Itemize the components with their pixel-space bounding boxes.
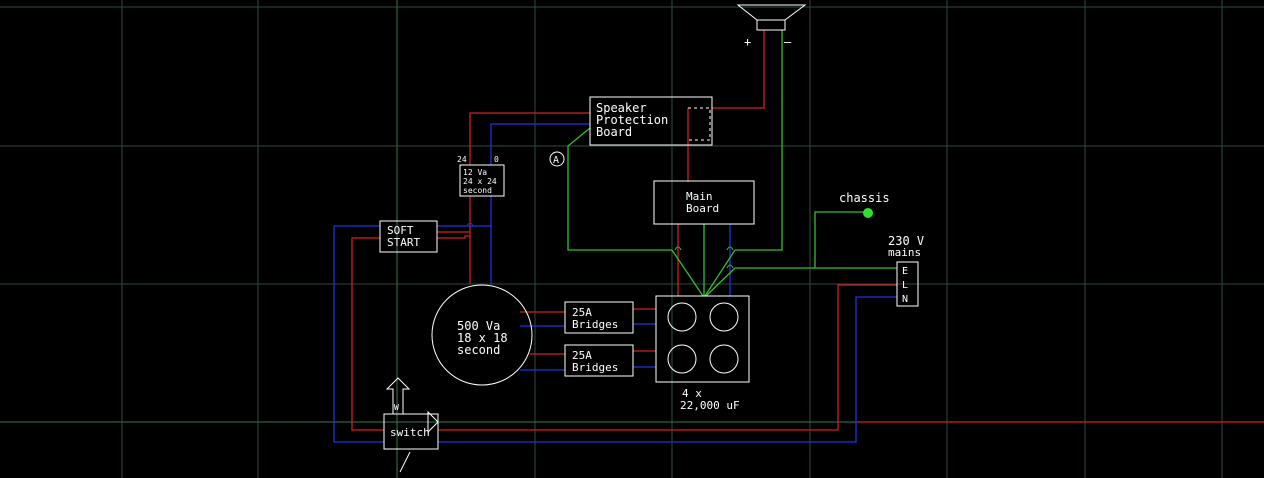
- tap-0-label: 0: [494, 155, 499, 164]
- capacitor-2: [709, 302, 739, 332]
- speaker-minus-label: –: [784, 35, 792, 49]
- bridge-rectifier-1: [564, 301, 634, 334]
- soft-start-label-2: START: [387, 236, 420, 249]
- toroid-label-1: 500 Va: [457, 319, 500, 333]
- mains-pin-n: N: [902, 294, 908, 305]
- toroid-label-2: 18 x 18: [457, 331, 508, 345]
- mains-label: mains: [888, 246, 921, 259]
- mains-voltage-label: 230 V: [888, 234, 924, 248]
- mains-terminal: [896, 261, 919, 307]
- speaker-icon: [736, 4, 807, 31]
- marker-a-label: A: [553, 155, 559, 166]
- toroid-label-3: second: [457, 343, 500, 357]
- mains-pin-l: L: [902, 280, 908, 291]
- main-board-label-1: Main: [686, 190, 713, 203]
- capacitor-4: [709, 344, 739, 374]
- mains-pin-e: E: [902, 266, 908, 277]
- bridge-rectifier-2: [564, 344, 634, 377]
- wiring: [333, 30, 897, 443]
- tap-24-label: 24: [457, 155, 467, 164]
- capacitor-3: [667, 344, 697, 374]
- speaker-protection-board: [589, 96, 713, 146]
- capacitor-value-label: 22,000 uF: [680, 399, 740, 412]
- capacitor-1: [667, 302, 697, 332]
- small-transformer-label-1: 12 Va: [463, 168, 487, 177]
- main-board: [653, 180, 755, 225]
- switch-knob-label: W: [394, 403, 399, 412]
- chassis-ground-point: [863, 208, 873, 218]
- small-transformer-label-3: second: [463, 186, 492, 195]
- bridge1-label-2: Bridges: [572, 318, 618, 331]
- bridge2-label-2: Bridges: [572, 361, 618, 374]
- switch-label: switch: [390, 426, 430, 439]
- speaker-protection-label-2: Protection: [596, 113, 668, 127]
- speaker-plus-label: +: [744, 35, 751, 49]
- capacitor-count-label: 4 x: [682, 387, 702, 400]
- bridge1-label-1: 25A: [572, 306, 592, 319]
- small-transformer: [459, 164, 505, 197]
- speaker-protection-label-1: Speaker: [596, 101, 647, 115]
- toroidal-transformer: [431, 284, 533, 386]
- bridge2-label-1: 25A: [572, 349, 592, 362]
- soft-start-label-1: SOFT: [387, 224, 414, 237]
- capacitor-bank: [655, 295, 750, 383]
- wire-hops: [466, 222, 734, 269]
- power-switch: [383, 413, 439, 450]
- chassis-label: chassis: [839, 191, 890, 205]
- marker-a-circle: [549, 151, 565, 167]
- speaker-protection-label-3: Board: [596, 125, 632, 139]
- small-transformer-label-2: 24 x 24: [463, 177, 497, 186]
- main-board-label-2: Board: [686, 202, 719, 215]
- soft-start-module: [379, 220, 438, 253]
